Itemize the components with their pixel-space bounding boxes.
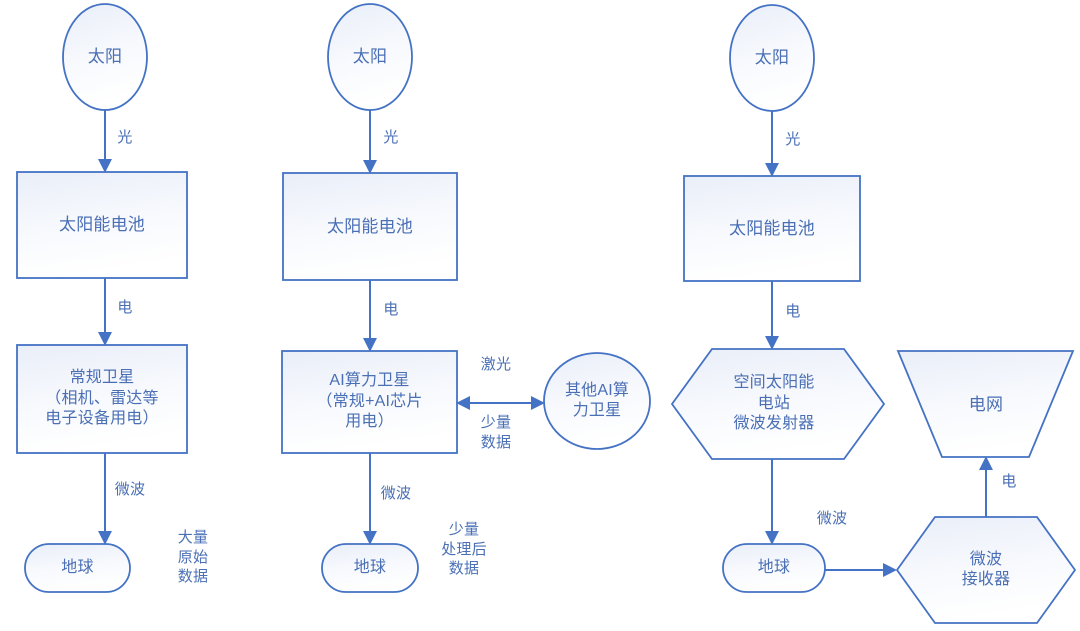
edge-label-small-data: 少量 数据 bbox=[480, 414, 512, 451]
node-earth-2[interactable] bbox=[321, 543, 419, 593]
edge-label-electricity-1: 电 bbox=[117, 299, 133, 316]
edge-label-microwave-1: 微波 bbox=[114, 481, 146, 498]
node-earth-3[interactable] bbox=[722, 543, 826, 593]
edge-label-laser: 激光 bbox=[480, 356, 512, 373]
edge-label-light-3: 光 bbox=[785, 131, 801, 148]
edge-label-electricity-3: 电 bbox=[785, 303, 801, 320]
node-sun-3[interactable] bbox=[729, 4, 815, 112]
edge-label-electricity-2: 电 bbox=[383, 301, 399, 318]
edge-label-light-2: 光 bbox=[383, 129, 399, 146]
node-microwave-receiver[interactable] bbox=[895, 516, 1077, 624]
node-earth-1[interactable] bbox=[24, 543, 131, 593]
edge-label-light-1: 光 bbox=[117, 129, 133, 146]
node-power-grid[interactable] bbox=[896, 350, 1075, 458]
node-sun-1[interactable] bbox=[62, 3, 148, 111]
node-ai-compute-satellite[interactable] bbox=[281, 350, 458, 454]
annotation-processed-data: 少量 处理后 数据 bbox=[441, 521, 487, 577]
node-conventional-satellite[interactable] bbox=[16, 344, 188, 454]
node-sun-2[interactable] bbox=[327, 3, 413, 111]
node-microwave-transmitter[interactable] bbox=[670, 348, 886, 460]
node-solar-cell-1[interactable] bbox=[16, 171, 188, 279]
node-solar-cell-3[interactable] bbox=[683, 175, 861, 282]
annotation-raw-data: 大量 原始 数据 bbox=[177, 529, 209, 585]
edge-label-microwave-3: 微波 bbox=[816, 510, 848, 527]
edge-label-electricity-4: 电 bbox=[1001, 473, 1017, 490]
edge-label-microwave-2: 微波 bbox=[380, 485, 412, 502]
node-other-ai-satellite[interactable] bbox=[543, 352, 651, 450]
node-solar-cell-2[interactable] bbox=[282, 172, 458, 281]
